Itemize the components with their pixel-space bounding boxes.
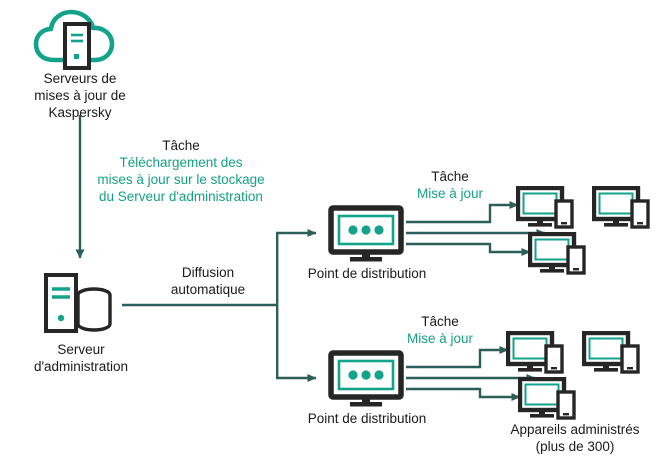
cloud-server-icon [33, 9, 115, 70]
update-task-bottom-body: Mise à jour [406, 331, 474, 346]
distribution-point-top-label: Point de distribution [307, 266, 427, 281]
distribution-point-icon-bottom [328, 350, 404, 407]
update-servers-label: Serveurs de mises à jour de Kaspersky [34, 71, 126, 120]
monitor-phone-icon-1 [516, 186, 574, 229]
update-task-top-title: Tâche [431, 169, 469, 184]
update-task-top-annotation: Tâche Mise à jour [395, 168, 505, 202]
monitor-phone-icon-2 [592, 186, 650, 229]
download-task-annotation: Tâche Téléchargement des mises à jour su… [84, 137, 278, 205]
monitor-phone-icon-4 [506, 331, 564, 374]
update-task-top-body: Mise à jour [416, 186, 484, 201]
download-task-title: Tâche [162, 138, 200, 153]
update-task-bottom-annotation: Tâche Mise à jour [385, 313, 495, 347]
arrows-top-dp-to-devices [406, 201, 546, 256]
admin-server-label: Serveur d'administration [33, 342, 129, 374]
download-task-body: Téléchargement des mises à jour sur le s… [97, 155, 265, 204]
server-database-icon [44, 273, 112, 333]
auto-distribution-label: Diffusion automatique [170, 265, 246, 297]
distribution-point-bottom-label: Point de distribution [307, 411, 427, 426]
arrows-bottom-dp-to-devices [406, 346, 536, 401]
monitor-phone-icon-3 [528, 232, 586, 275]
arrow-admin-server-to-distribution-points [122, 229, 317, 382]
monitor-phone-icon-5 [582, 331, 640, 374]
distribution-point-icon-top [328, 205, 404, 262]
monitor-phone-icon-6 [518, 377, 576, 420]
update-task-bottom-title: Tâche [421, 314, 459, 329]
managed-devices-label: Appareils administrés (plus de 300) [510, 422, 640, 454]
